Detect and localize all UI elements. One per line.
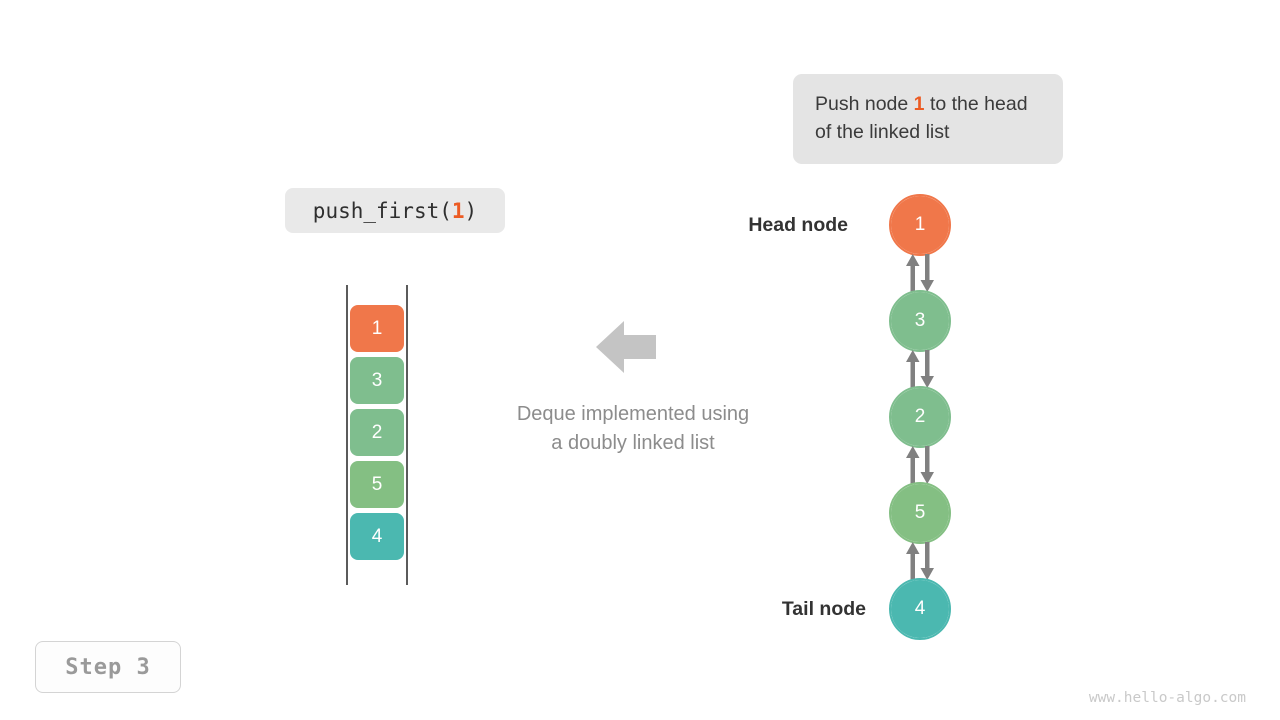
callout-text-prefix: Push node [815,93,914,115]
caption-line-1: Deque implemented using [516,403,750,425]
head-node-label: Head node [748,214,848,236]
deque-cell-value: 4 [371,525,383,547]
caption-line-2: a doubly linked list [551,432,715,454]
deque-cell: 5 [350,461,404,508]
deque-cell-value: 2 [371,421,383,443]
watermark: www.hello-algo.com [1088,690,1246,706]
node-outer-ring [889,386,951,448]
node-outer-ring [889,194,951,256]
node-outer-ring [889,290,951,352]
linked-list-node-value: 5 [914,502,926,523]
linked-list-node-value: 1 [914,214,926,235]
linked-list-node: 2 [889,386,951,448]
linked-list-node: 4 [889,578,951,640]
code-prefix: push_first( [312,198,452,223]
operation-code-pill: push_first(1) [285,188,505,233]
linked-list-node: 1 [889,194,951,256]
callout-text-suffix: to the head of the linked list [815,93,1028,143]
deque-cell-value: 3 [371,369,383,391]
tail-node-label: Tail node [781,598,866,620]
deque-cell-value: 1 [371,317,383,339]
deque-cell: 1 [350,305,404,352]
linked-list-node-value: 2 [914,406,926,427]
linked-list-bidirectional-link [891,254,949,292]
deque-cell-value: 5 [371,473,383,495]
deque-rail-right [406,285,408,585]
deque-cell: 3 [350,357,404,404]
deque-cell: 2 [350,409,404,456]
linked-list-node-value: 3 [914,310,926,331]
node-outer-ring [889,482,951,544]
push-instruction-callout: Push node 1 to the head of the linked li… [793,74,1063,164]
code-suffix: ) [464,198,478,223]
code-argument-value: 1 [451,198,465,223]
linked-list-node: 3 [889,290,951,352]
doubly-linked-list: 1 3 2 5 4 [860,190,990,650]
step-badge: Step 3 [35,641,181,693]
deque-implementation-caption: Deque implemented using a doubly linked … [463,400,803,458]
linked-list-bidirectional-link [891,446,949,484]
linked-list-node-value: 4 [914,598,926,619]
linked-list-bidirectional-link [891,350,949,388]
node-outer-ring [889,578,951,640]
linked-list-bidirectional-link [891,542,949,580]
deque-rail-left [346,285,348,585]
mapping-arrow-left-icon [596,321,656,373]
callout-highlight-value: 1 [913,93,925,115]
deque-cell: 4 [350,513,404,560]
deque-column: 1 3 2 5 4 [346,285,408,585]
deque-cell-list: 1 3 2 5 4 [350,305,404,565]
linked-list-node: 5 [889,482,951,544]
